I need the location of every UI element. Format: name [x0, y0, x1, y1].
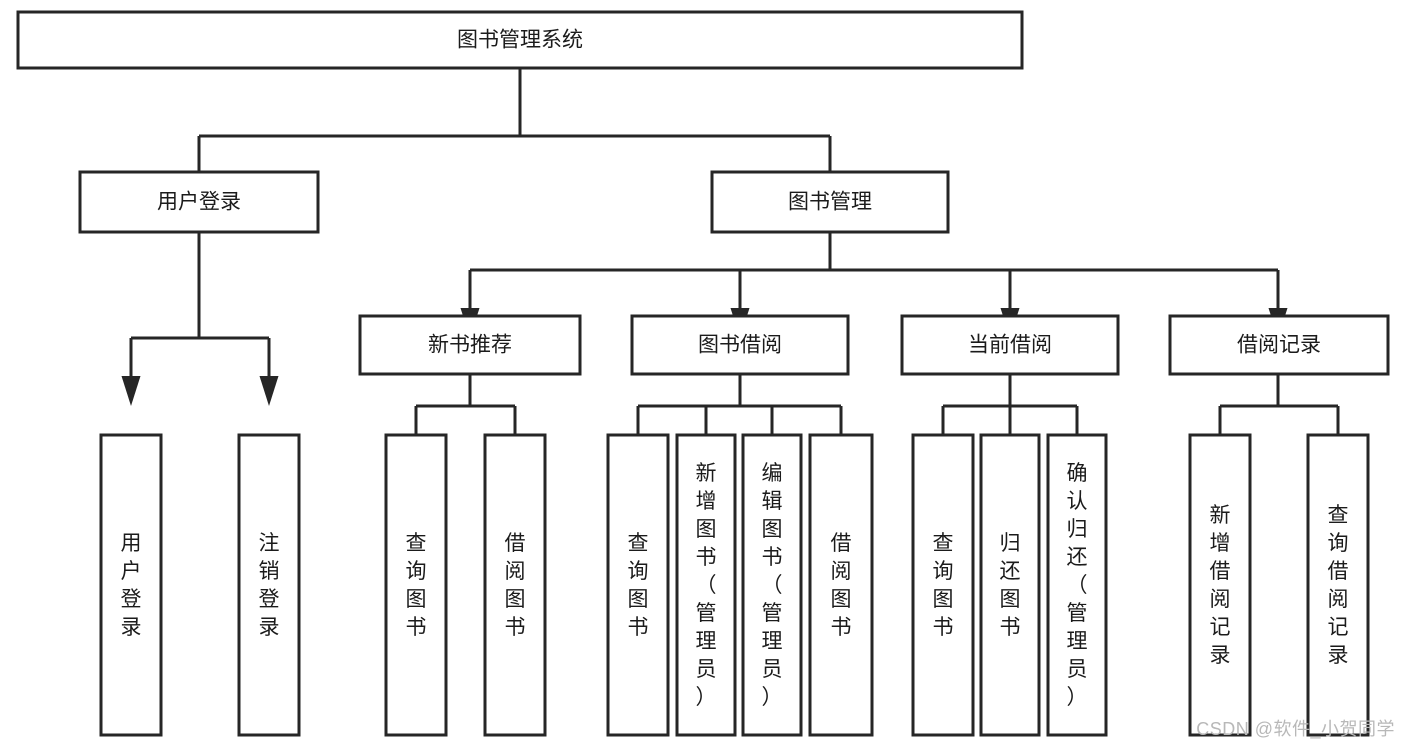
node-box[interactable]	[1046, 433, 1108, 737]
node-box[interactable]	[675, 433, 737, 737]
node-box[interactable]	[483, 433, 547, 737]
node-box[interactable]	[710, 170, 950, 234]
node-leaf-query-book-3[interactable]: 查询图书	[911, 433, 975, 737]
node-box[interactable]	[16, 10, 1024, 70]
node-label: 图书管理	[788, 191, 872, 214]
node-box[interactable]	[606, 433, 670, 737]
node-box[interactable]	[808, 433, 874, 737]
node-leaf-add-book[interactable]: 新增图书（管理员）	[675, 433, 737, 737]
node-label: 借阅图书	[505, 532, 526, 639]
node-label: 借阅记录	[1237, 334, 1321, 357]
arrowhead-icon	[259, 376, 279, 406]
node-label: 当前借阅	[968, 334, 1052, 357]
watermark: CSDN @软件_小贺同学	[1196, 719, 1395, 739]
node-box[interactable]	[911, 433, 975, 737]
node-label: 查询图书	[933, 532, 954, 639]
node-label: 图书管理系统	[457, 29, 583, 52]
node-box[interactable]	[1188, 433, 1252, 737]
node-leaf-borrow-book-2[interactable]: 借阅图书	[808, 433, 874, 737]
node-label: 编辑图书（管理员）	[762, 462, 783, 709]
node-leaf-query-book-1[interactable]: 查询图书	[384, 433, 448, 737]
node-box[interactable]	[1168, 314, 1390, 376]
node-leaf-edit-book[interactable]: 编辑图书（管理员）	[741, 433, 803, 737]
node-book-borrow[interactable]: 图书借阅	[630, 314, 850, 376]
node-label: 借阅图书	[831, 532, 852, 639]
node-label: 查询图书	[406, 532, 427, 639]
node-label: 用户登录	[121, 532, 142, 639]
node-label: 用户登录	[157, 191, 241, 214]
node-user-login[interactable]: 用户登录	[78, 170, 320, 234]
node-box[interactable]	[900, 314, 1120, 376]
node-label: 确认归还（管理员）	[1067, 462, 1088, 709]
node-leaf-add-record[interactable]: 新增借阅记录	[1188, 433, 1252, 737]
node-box[interactable]	[358, 314, 582, 376]
node-label: 归还图书	[1000, 532, 1021, 639]
node-label: 注销登录	[259, 532, 280, 639]
node-label: 查询图书	[628, 532, 649, 639]
node-leaf-return-book[interactable]: 归还图书	[979, 433, 1041, 737]
node-box[interactable]	[78, 170, 320, 234]
connector-user-login-to-leaves	[121, 232, 279, 406]
node-leaf-logout[interactable]: 注销登录	[237, 433, 301, 737]
node-box[interactable]	[741, 433, 803, 737]
node-box[interactable]	[1306, 433, 1370, 737]
node-box[interactable]	[99, 433, 163, 737]
node-box[interactable]	[979, 433, 1041, 737]
node-label: 新增借阅记录	[1210, 504, 1231, 667]
node-leaf-query-book-2[interactable]: 查询图书	[606, 433, 670, 737]
node-leaf-borrow-book-1[interactable]: 借阅图书	[483, 433, 547, 737]
connector-book-manage-to-level3	[460, 232, 1288, 338]
node-new-book-recommend[interactable]: 新书推荐	[358, 314, 582, 376]
node-label: 图书借阅	[698, 334, 782, 357]
node-leaf-user-login[interactable]: 用户登录	[99, 433, 163, 737]
node-label: 新书推荐	[428, 334, 512, 357]
node-root[interactable]: 图书管理系统	[16, 10, 1024, 70]
node-label: 查询借阅记录	[1328, 504, 1349, 667]
node-leaf-query-record[interactable]: 查询借阅记录	[1306, 433, 1370, 737]
arrowhead-icon	[121, 376, 141, 406]
node-box[interactable]	[630, 314, 850, 376]
node-box[interactable]	[384, 433, 448, 737]
node-borrow-record[interactable]: 借阅记录	[1168, 314, 1390, 376]
node-box[interactable]	[237, 433, 301, 737]
node-leaf-confirm-return[interactable]: 确认归还（管理员）	[1046, 433, 1108, 737]
node-book-manage[interactable]: 图书管理	[710, 170, 950, 234]
node-label: 新增图书（管理员）	[696, 462, 717, 709]
node-current-borrow[interactable]: 当前借阅	[900, 314, 1120, 376]
